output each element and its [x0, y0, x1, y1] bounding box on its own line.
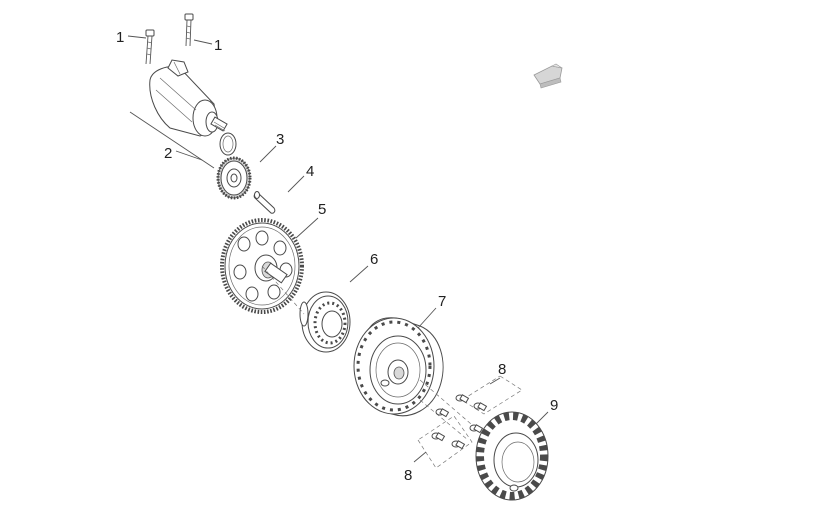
stator: [475, 411, 549, 501]
callout-flywheel: 7: [438, 293, 446, 310]
stator-screw-4: [431, 432, 446, 442]
callout-freewheel: 6: [370, 251, 378, 268]
callout-driven-gear: 5: [318, 201, 326, 218]
callout-idler-gear: 3: [276, 131, 284, 148]
alignment-lines: [261, 265, 479, 441]
callout-bolt-left: 1: [116, 29, 124, 46]
stator-screws-lower: [417, 415, 484, 469]
stator-screw-6: [469, 424, 484, 434]
starter-bolt-1: [145, 29, 155, 65]
callout-starter-motor: 2: [164, 145, 172, 162]
starter-motor: [129, 59, 228, 169]
leader-lines: [127, 35, 549, 463]
freewheel-clutch: [299, 291, 351, 353]
callout-stator: 9: [550, 397, 558, 414]
stator-screw-2: [473, 402, 488, 412]
o-ring: [219, 132, 237, 156]
idler-gear: [216, 156, 252, 200]
flywheel-rotor: [353, 317, 444, 417]
stator-screw-1: [455, 394, 470, 404]
callout-screws-lower: 8: [404, 467, 412, 484]
callout-screws-upper: 8: [498, 361, 506, 378]
callout-gear-pin: 4: [306, 163, 314, 180]
stator-screws-upper: [435, 375, 523, 418]
starter-bolt-2: [184, 13, 194, 47]
gear-pin: [253, 191, 276, 214]
callout-bolt-right: 1: [214, 37, 222, 54]
hand-pointer-icon: [533, 63, 563, 89]
stator-screw-5: [451, 440, 466, 450]
stator-screw-3: [435, 408, 450, 418]
